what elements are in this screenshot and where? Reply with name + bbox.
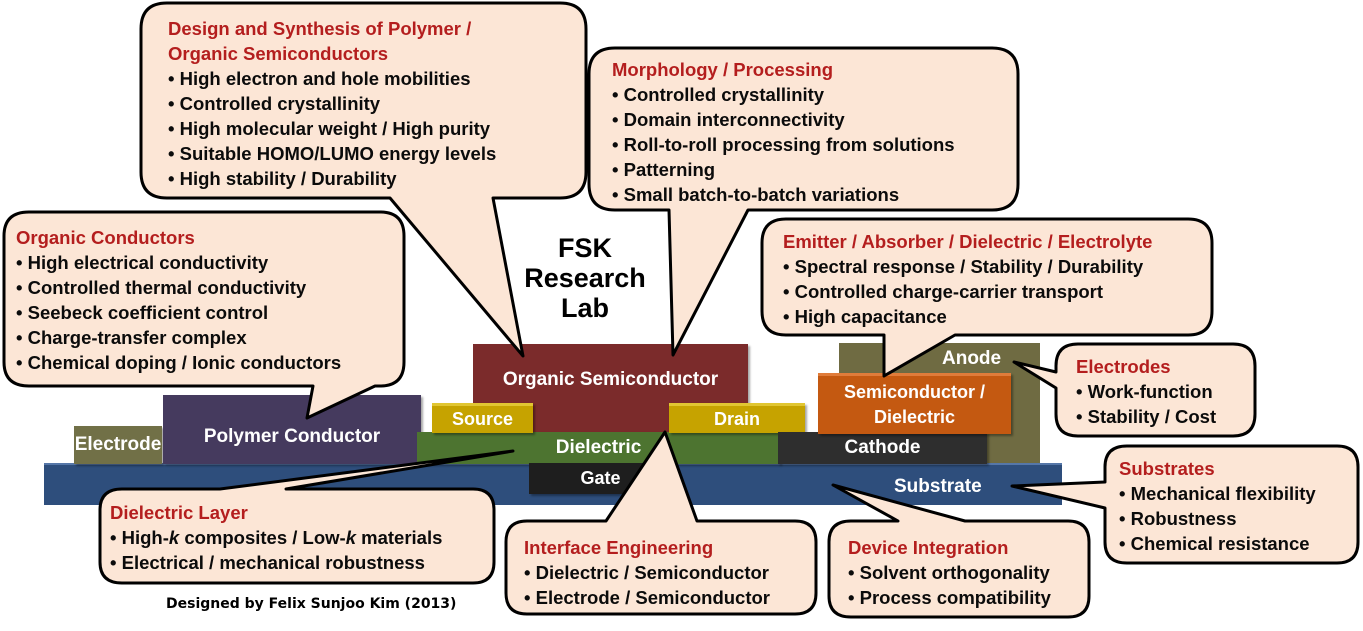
callout-conductors-item: High electrical conductivity [16, 250, 341, 275]
source-label: Source [451, 409, 514, 429]
callout-conductors-item: Controlled thermal conductivity [16, 275, 341, 300]
callout-interface-item: Electrode / Semiconductor [524, 585, 770, 610]
cathode-layer: Cathode [778, 432, 987, 464]
organic-semiconductor-label: Organic Semiconductor [502, 368, 719, 390]
callout-morphology-item: Small batch-to-batch variations [612, 182, 955, 207]
callout-conductors-item: Chemical doping / Ionic conductors [16, 350, 342, 375]
callout-substrates: Substrates Mechanical flexibility Robust… [1119, 456, 1316, 556]
callout-conductors-title: Organic Conductors [16, 227, 195, 248]
lab-title-line3: Lab [560, 293, 609, 323]
callout-substrates-title: Substrates [1119, 458, 1215, 479]
dielectric-label: Dielectric [555, 437, 642, 458]
callout-morphology: Morphology / Processing Controlled cryst… [612, 57, 955, 207]
callout-interface-title: Interface Engineering [524, 537, 714, 558]
lab-title-line1: FSK [558, 233, 612, 263]
callout-design-title-line2: Organic Semiconductors [168, 43, 388, 64]
callout-emitter-title: Emitter / Absorber / Dielectric / Electr… [783, 231, 1153, 252]
callout-morphology-item: Patterning [612, 157, 955, 182]
callout-morphology-item: Roll-to-roll processing from solutions [612, 132, 955, 157]
dielectric-layer: Dielectric [417, 432, 780, 464]
callout-design: Design and Synthesis of Polymer / Organi… [168, 16, 496, 191]
callout-dielectric-layer-item: High-k composites / Low-k materials [110, 525, 443, 550]
callout-interface: Interface Engineering Dielectric / Semic… [524, 535, 770, 610]
callout-substrates-item: Chemical resistance [1119, 531, 1316, 556]
semiconductor-dielectric-label-line2: Dielectric [873, 407, 956, 427]
lab-title: FSK Research Lab [510, 233, 660, 323]
callout-design-title-line1: Design and Synthesis of Polymer / [168, 18, 472, 39]
designer-credit: Designed by Felix Sunjoo Kim (2013) [166, 596, 457, 612]
callout-design-item: High molecular weight / High purity [168, 116, 496, 141]
callout-emitter-item: Spectral response / Stability / Durabili… [783, 254, 1152, 279]
cathode-label: Cathode [844, 437, 921, 458]
callout-conductors-item: Charge-transfer complex [16, 325, 341, 350]
polymer-conductor-layer: Polymer Conductor [163, 395, 421, 464]
callout-emitter: Emitter / Absorber / Dielectric / Electr… [783, 229, 1152, 329]
electrode-label: Electrode [74, 434, 162, 455]
callout-electrodes-title: Electrodes [1076, 356, 1171, 377]
callout-substrates-item: Mechanical flexibility [1119, 481, 1316, 506]
callout-dielectric-layer-title: Dielectric Layer [110, 502, 248, 523]
callout-morphology-item: Domain interconnectivity [612, 107, 955, 132]
callout-emitter-item: High capacitance [783, 304, 1152, 329]
callout-dielectric-layer-item: Electrical / mechanical robustness [110, 550, 442, 575]
callout-design-item: Suitable HOMO/LUMO energy levels [168, 141, 497, 166]
callout-design-item: High stability / Durability [168, 166, 496, 191]
drain-label: Drain [713, 409, 760, 429]
callout-design-item: Controlled crystallinity [168, 91, 496, 116]
drain-layer: Drain [669, 403, 805, 433]
source-layer: Source [432, 403, 533, 433]
polymer-conductor-label: Polymer Conductor [203, 425, 381, 447]
callout-dielectric-layer: Dielectric Layer High-k composites / Low… [110, 500, 442, 575]
callout-interface-item: Dielectric / Semiconductor [524, 560, 770, 585]
callout-substrates-item: Robustness [1119, 506, 1316, 531]
callout-integration-item: Solvent orthogonality [848, 560, 1051, 585]
lab-title-line2: Research [524, 263, 646, 293]
callout-electrodes-item: Stability / Cost [1076, 404, 1217, 429]
callout-conductors-item: Seebeck coefficient control [16, 300, 341, 325]
callout-integration: Device Integration Solvent orthogonality… [848, 535, 1051, 610]
callout-electrodes: Electrodes Work-function Stability / Cos… [1076, 354, 1216, 429]
anode-label: Anode [942, 348, 1002, 369]
callout-conductors: Organic Conductors High electrical condu… [16, 225, 341, 375]
callout-electrodes-item: Work-function [1076, 379, 1216, 404]
gate-label: Gate [580, 468, 621, 488]
semiconductor-dielectric-layer: Semiconductor / Dielectric [818, 373, 1011, 434]
semiconductor-dielectric-label-line1: Semiconductor / [843, 382, 986, 402]
callout-morphology-item: Controlled crystallinity [612, 82, 955, 107]
callout-emitter-item: Controlled charge-carrier transport [783, 279, 1152, 304]
callout-integration-title: Device Integration [848, 537, 1009, 558]
callout-design-item: High electron and hole mobilities [168, 66, 496, 91]
substrate-label: Substrate [894, 476, 982, 497]
electrode-layer: Electrode [74, 426, 162, 464]
callout-morphology-title: Morphology / Processing [612, 59, 833, 80]
callout-integration-item: Process compatibility [848, 585, 1051, 610]
